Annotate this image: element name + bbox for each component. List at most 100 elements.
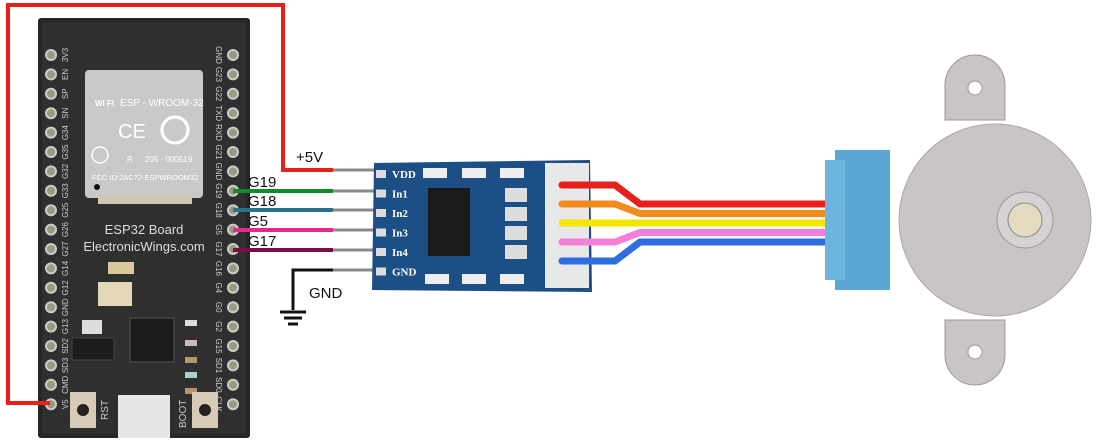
- driver-pin-label: In3: [392, 228, 408, 240]
- left-pin-label: G13: [61, 318, 70, 334]
- driver-pin: [376, 228, 386, 237]
- driver-pin-label: VDD: [392, 169, 416, 181]
- left-pin-label: G33: [61, 183, 70, 199]
- right-pin-label: G15: [214, 338, 223, 354]
- right-pin-label: G16: [214, 261, 223, 277]
- right-pin-label: RXD: [214, 124, 223, 141]
- left-pin: [45, 340, 57, 352]
- ce-mark: CE: [118, 121, 146, 143]
- signal-label: G17: [248, 233, 276, 250]
- driver-pin-label: GND: [392, 267, 417, 279]
- left-pin: [45, 87, 57, 100]
- right-pin-label: G19: [214, 183, 223, 199]
- left-pin: [45, 359, 57, 372]
- right-pin: [227, 146, 239, 158]
- fcc-id: FCC ID:2AC72-ESPWROOM32: [92, 173, 198, 182]
- left-pin: [45, 146, 57, 158]
- cert-number: 205 - 000519: [145, 155, 193, 164]
- right-pin: [227, 281, 239, 294]
- motor-wire: [558, 200, 834, 217]
- left-pin-label: SP: [61, 88, 70, 99]
- motor-wire: [558, 238, 834, 265]
- driver-pin: [376, 209, 386, 217]
- esp32-board: WI FI ESP - WROOM-32 CE R 205 - 000519 F…: [38, 18, 250, 438]
- left-pin-label: G34: [61, 124, 70, 140]
- left-pin-label: SN: [61, 107, 70, 118]
- espressif-logo-icon: [160, 115, 190, 145]
- right-pin: [227, 398, 239, 411]
- right-pin: [227, 320, 239, 333]
- left-pin-label: SD3: [61, 357, 70, 373]
- uln2003-chip: [428, 188, 470, 256]
- left-pin: [45, 281, 57, 294]
- board-name: ESP32 Board: [105, 222, 184, 237]
- left-pin-label: G32: [61, 163, 70, 179]
- left-pin: [45, 68, 57, 81]
- left-pin: [45, 262, 57, 275]
- wifi-logo: WI FI: [95, 99, 114, 108]
- right-pin-label: G2: [214, 321, 223, 332]
- motor-body: [898, 123, 1092, 317]
- power-label: +5V: [296, 149, 323, 166]
- left-pin: [45, 320, 57, 333]
- driver-pin: [376, 248, 386, 256]
- left-pin-label: G35: [61, 144, 70, 160]
- driver-pin-label: In2: [392, 208, 408, 220]
- right-pin: [227, 87, 239, 100]
- right-pin-label: G0: [214, 302, 223, 313]
- right-pin-label: G5: [214, 224, 223, 235]
- rst-label: RST: [100, 400, 111, 420]
- driver-pin: [376, 267, 386, 276]
- module-title: ESP - WROOM-32: [120, 98, 204, 109]
- left-pin: [45, 378, 57, 391]
- left-pin-label: G12: [61, 280, 70, 296]
- left-pin: [45, 243, 57, 255]
- right-pin-label: GND: [214, 46, 223, 64]
- signal-label: G18: [248, 193, 276, 210]
- boot-label: BOOT: [178, 400, 189, 428]
- motor-wire: [558, 229, 834, 246]
- telec-mark-icon: [91, 146, 109, 164]
- stepper-motor: [825, 54, 1092, 386]
- right-pin: [227, 340, 239, 352]
- left-pin: [45, 165, 57, 178]
- left-pin: [45, 301, 57, 314]
- right-pin-label: G4: [214, 282, 223, 293]
- right-pin: [227, 301, 239, 314]
- left-pin: [45, 107, 57, 120]
- left-pin-label: SD2: [61, 338, 70, 354]
- right-pin: [227, 378, 239, 391]
- left-pin: [45, 204, 57, 217]
- right-pin-label: G17: [214, 241, 223, 257]
- board-site: ElectronicWings.com: [83, 239, 204, 254]
- usb-port: [118, 395, 170, 438]
- left-pin: [45, 223, 57, 236]
- right-pin-label: G22: [214, 86, 223, 102]
- motor-shaft: [1007, 202, 1043, 238]
- left-pin-label: G14: [61, 260, 70, 276]
- right-pin: [227, 107, 239, 120]
- left-pin: [45, 49, 57, 61]
- power-wire: [6, 3, 333, 405]
- left-pin-label: V5: [61, 399, 70, 409]
- right-pin: [227, 262, 239, 275]
- driver-pin: [376, 189, 386, 198]
- left-pin-label: GND: [61, 298, 70, 316]
- left-pin-label: G27: [61, 241, 70, 257]
- left-pin-label: EN: [61, 69, 70, 80]
- right-pin: [227, 126, 239, 139]
- ground-symbol: [280, 268, 380, 326]
- left-pin: [45, 126, 57, 139]
- right-pin-label: TXD: [214, 105, 223, 121]
- left-pin-label: G25: [61, 202, 70, 218]
- driver-pin-label: In1: [392, 189, 408, 201]
- cert-r: R: [127, 155, 133, 164]
- signal-label: G5: [248, 213, 268, 230]
- motor-cap: [835, 150, 890, 290]
- driver-pin-label: In4: [392, 247, 408, 259]
- right-pin-label: SD0: [214, 377, 223, 393]
- signal-label: G19: [248, 174, 276, 191]
- left-pin-label: CMD: [61, 375, 70, 393]
- wroom-module: [85, 70, 203, 198]
